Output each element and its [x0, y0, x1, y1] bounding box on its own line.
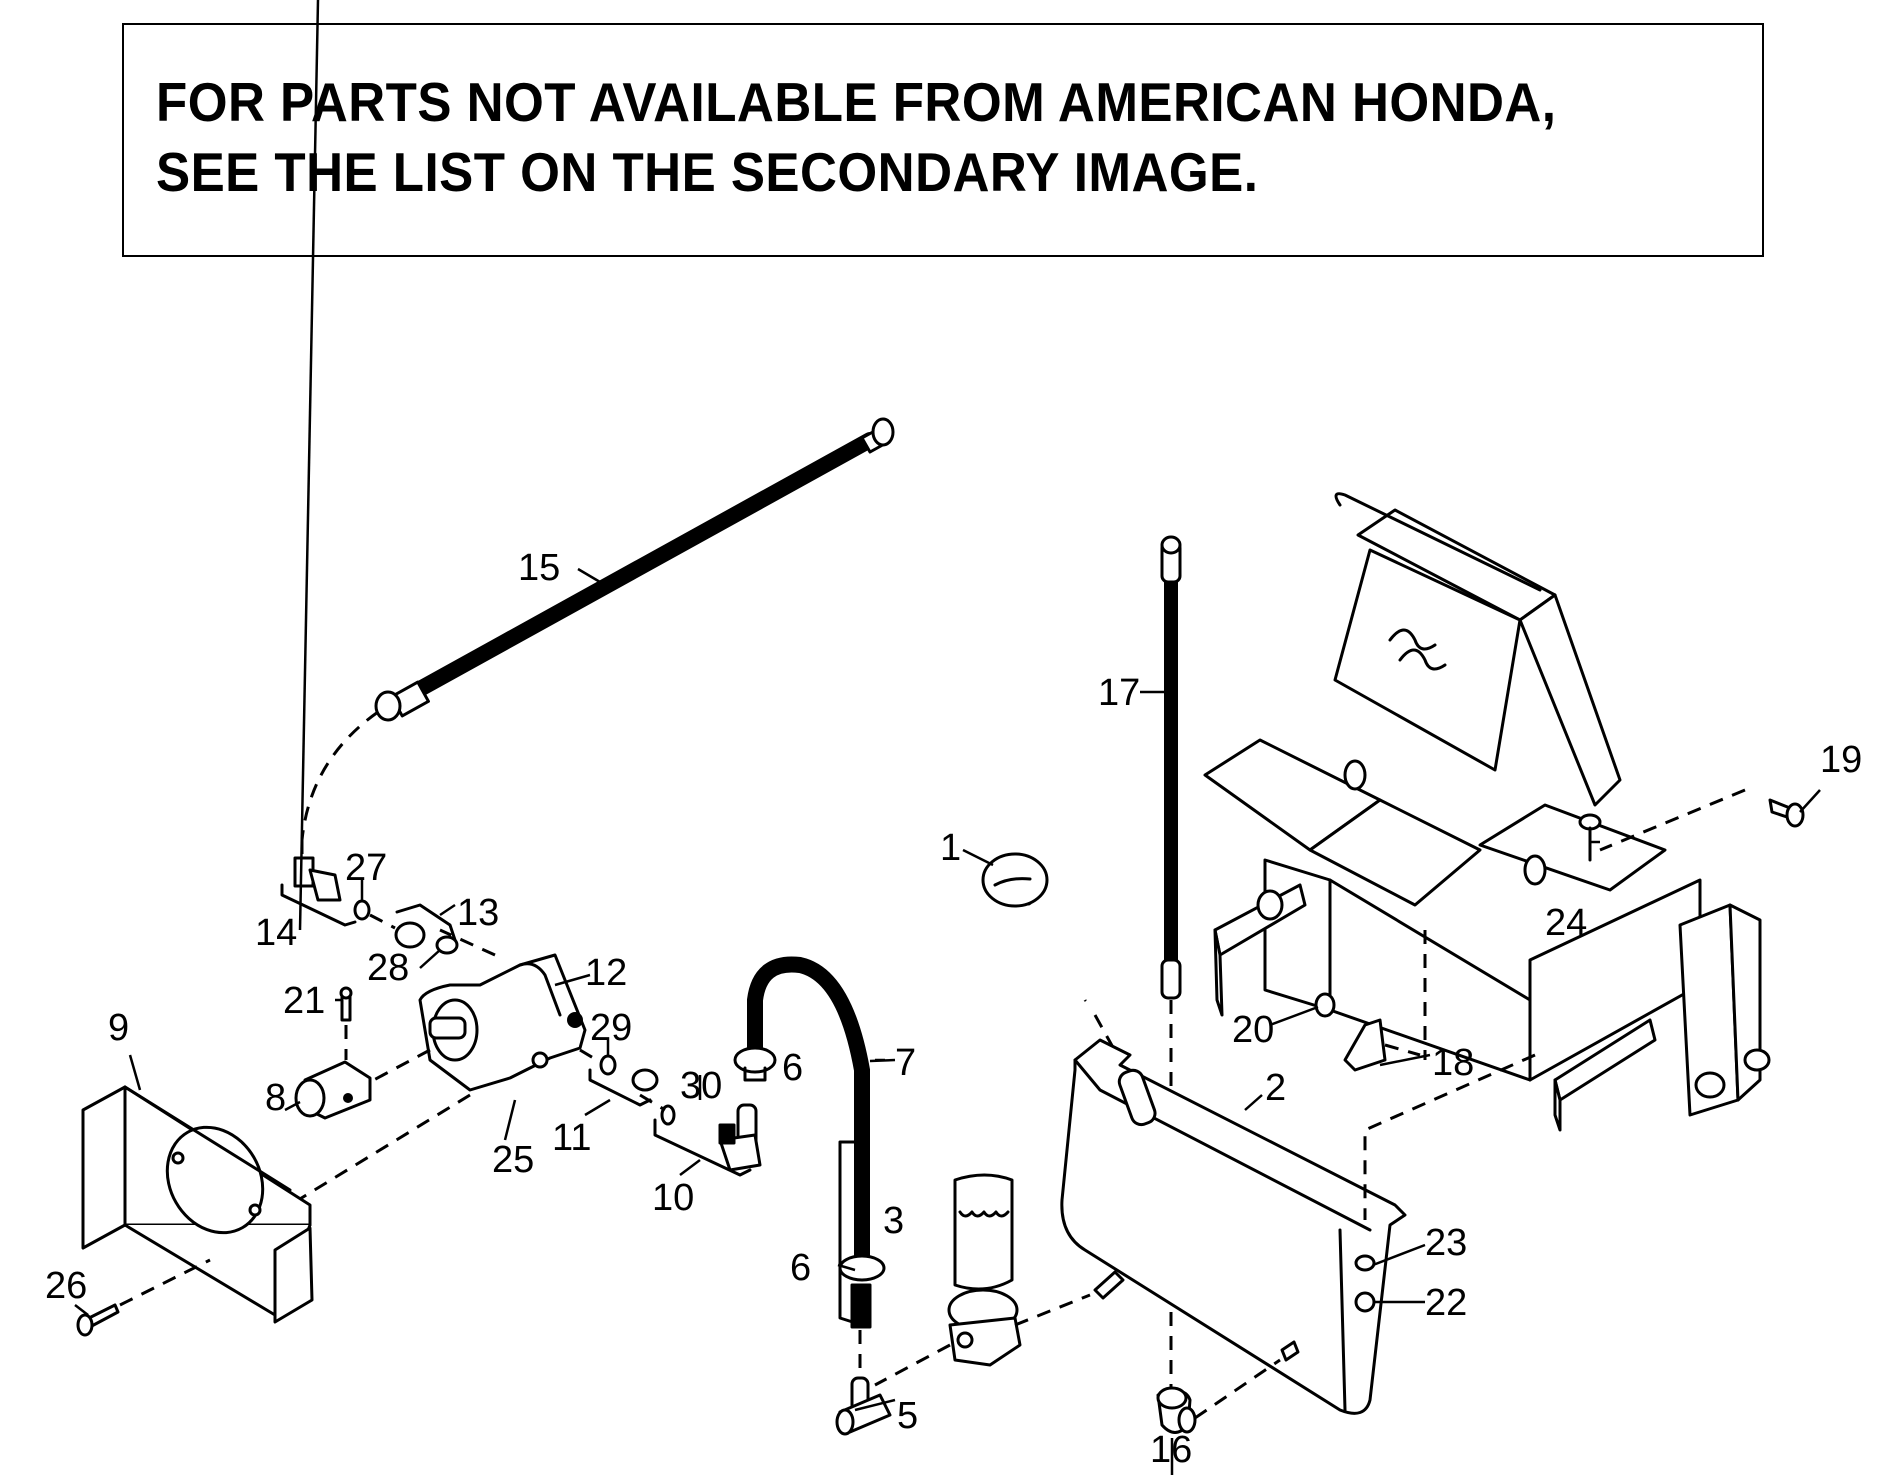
callout-2: 2	[1265, 1067, 1286, 1109]
callout-9: 9	[108, 1007, 129, 1049]
callout-30: 30	[680, 1065, 722, 1107]
callout-18: 18	[1432, 1042, 1474, 1084]
three-point-hitch-frame[interactable]	[1203, 492, 1771, 1220]
callout-6-lower: 6	[790, 1247, 811, 1289]
callout-19: 19	[1820, 739, 1862, 781]
part-17-hydraulic-hose[interactable]	[1160, 535, 1182, 1395]
part-14-fitting[interactable]	[280, 0, 357, 931]
part-30-o-ring[interactable]	[639, 1093, 676, 1126]
part-6-hose-clamp-upper[interactable]	[733, 1046, 777, 1082]
callout-5: 5	[897, 1395, 918, 1437]
part-29-o-ring[interactable]	[579, 1048, 617, 1076]
callout-16: 16	[1150, 1429, 1192, 1471]
part-5-tee-fitting[interactable]	[835, 1376, 892, 1436]
part-22-nut[interactable]	[1354, 1291, 1376, 1313]
callout-25: 25	[492, 1139, 534, 1181]
part-10-elbow-fitting[interactable]	[653, 1103, 762, 1177]
part-19-bolt[interactable]	[1768, 798, 1805, 828]
callout-24: 24	[1545, 902, 1587, 944]
notice-line-1: FOR PARTS NOT AVAILABLE FROM AMERICAN HO…	[156, 71, 1557, 133]
part-11-fitting[interactable]	[584, 1068, 659, 1117]
callout-13: 13	[457, 892, 499, 934]
part-3-oil-filter[interactable]	[838, 1140, 1125, 1387]
callout-15: 15	[518, 547, 560, 589]
part-26-bolt[interactable]	[76, 1258, 211, 1337]
part-21-bolt[interactable]	[339, 986, 353, 1060]
callout-22: 22	[1425, 1282, 1467, 1324]
callout-28: 28	[367, 947, 409, 989]
part-9-pump-guard[interactable]	[81, 1085, 314, 1324]
callout-11: 11	[552, 1117, 591, 1159]
part-24-pin[interactable]	[1578, 813, 1602, 862]
part-8-coupling[interactable]	[294, 1060, 372, 1120]
callout-12: 12	[585, 952, 627, 994]
callout-7: 7	[895, 1042, 916, 1084]
part-27-o-ring[interactable]	[353, 880, 396, 930]
part-12-hydraulic-pump[interactable]	[289, 928, 587, 1207]
callout-14: 14	[255, 912, 297, 954]
notice-line-2: SEE THE LIST ON THE SECONDARY IMAGE.	[156, 141, 1259, 203]
callout-29: 29	[590, 1007, 632, 1049]
part-1-filler-cap[interactable]	[981, 852, 1122, 1061]
notice-box: FOR PARTS NOT AVAILABLE FROM AMERICAN HO…	[122, 23, 1764, 257]
callout-21: 21	[283, 980, 325, 1022]
callout-26: 26	[45, 1265, 87, 1307]
part-13-connector[interactable]	[394, 903, 457, 949]
callout-8: 8	[265, 1077, 286, 1119]
part-7-suction-hose[interactable]	[747, 956, 872, 1395]
part-15-hydraulic-hose[interactable]	[300, 417, 895, 841]
callout-17: 17	[1098, 672, 1140, 714]
callout-23: 23	[1425, 1222, 1467, 1264]
part-16-elbow[interactable]	[1156, 1340, 1300, 1434]
part-25-bolt[interactable]	[503, 1099, 517, 1141]
part-18-bracket[interactable]	[1343, 1018, 1421, 1072]
callout-10: 10	[652, 1177, 694, 1219]
callout-1: 1	[940, 827, 961, 869]
part-23-washer[interactable]	[1354, 1254, 1376, 1272]
callout-3: 3	[883, 1200, 904, 1242]
part-28-o-ring[interactable]	[435, 935, 459, 955]
part-2-hydraulic-tank[interactable]	[1060, 1038, 1407, 1415]
callout-20: 20	[1232, 1009, 1274, 1051]
callout-6-upper: 6	[782, 1047, 803, 1089]
part-20-washer[interactable]	[1314, 992, 1336, 1018]
callout-27: 27	[345, 847, 387, 889]
